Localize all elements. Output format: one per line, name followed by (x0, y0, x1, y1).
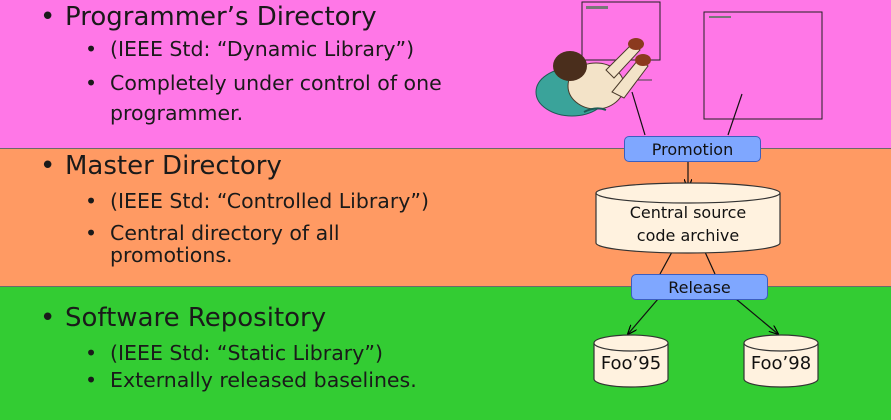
master-directory-desc-cont: promotions. (110, 243, 233, 267)
workspace-document (581, 1, 661, 61)
programmer-directory-band (0, 0, 891, 148)
programmer-directory-desc-cont: programmer. (110, 101, 244, 125)
promotion-label: Promotion (624, 136, 761, 162)
central-archive-label: Central source code archive (596, 201, 780, 247)
central-archive-cylinder (595, 182, 781, 254)
band-divider (0, 148, 891, 149)
release-label: Release (631, 274, 768, 300)
release-input-line (659, 251, 673, 275)
foo98-cylinder (743, 334, 819, 388)
central-archive-label-line1: Central source (629, 203, 747, 222)
release-arrow-foo98 (735, 298, 778, 334)
software-repository-band (0, 286, 891, 420)
promotion-input-line (727, 93, 743, 136)
central-archive-label-line2: code archive (636, 226, 740, 245)
promotion-input-line (631, 91, 646, 136)
document-text-line (586, 6, 608, 9)
release-input-line (704, 251, 716, 275)
programmer-figure-icon (535, 38, 651, 117)
foo95-cylinder (593, 334, 669, 388)
workspace-document (703, 11, 823, 120)
document-text-line (709, 16, 731, 18)
foo98-label: Foo’98 (750, 353, 812, 374)
foo95-label: Foo’95 (600, 353, 662, 374)
release-arrow-foo95 (628, 298, 659, 334)
band-divider (0, 286, 891, 287)
